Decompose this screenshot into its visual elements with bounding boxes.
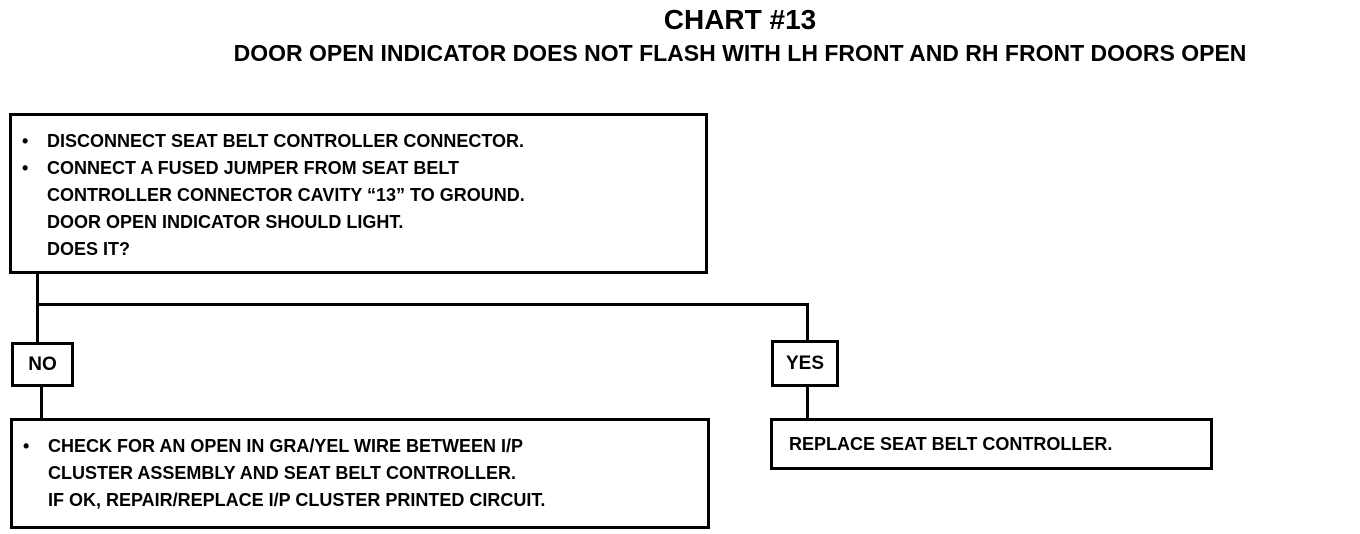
bullet-marker: • [23,436,30,456]
yes-result-text: REPLACE SEAT BELT CONTROLLER. [789,433,1113,454]
connector-horizontal [36,303,809,306]
no-result-line-text: IF OK, REPAIR/REPLACE I/P CLUSTER PRINTE… [48,490,546,510]
test-step-line-text: CONNECT A FUSED JUMPER FROM SEAT BELT [47,158,460,178]
test-step-line: DOOR OPEN INDICATOR SHOULD LIGHT. [12,209,705,236]
test-step-list: • DISCONNECT SEAT BELT CONTROLLER CONNECT… [12,128,705,263]
connector-yes-down [806,303,809,342]
test-step-line: DOES IT? [12,236,705,263]
no-branch-label: NO [11,342,74,387]
no-result-line: CLUSTER ASSEMBLY AND SEAT BELT CONTROLLE… [13,460,707,487]
yes-label-text: YES [785,352,825,374]
bullet-marker: • [22,131,29,151]
test-step-line-text: DOES IT? [47,239,131,259]
chart-subtitle: DOOR OPEN INDICATOR DOES NOT FLASH WITH … [233,40,1247,66]
connector-test-down [36,272,39,306]
no-result-line: IF OK, REPAIR/REPLACE I/P CLUSTER PRINTE… [13,487,707,514]
no-result-line-text: CHECK FOR AN OPEN IN GRA/YEL WIRE BETWEE… [48,436,524,456]
bullet-marker: • [22,158,29,178]
connector-no-to-box [40,386,43,419]
yes-result-box: REPLACE SEAT BELT CONTROLLER. [770,418,1213,470]
test-step-box: • DISCONNECT SEAT BELT CONTROLLER CONNECT… [9,113,708,274]
test-step-line: • DISCONNECT SEAT BELT CONTROLLER CONNECT… [12,128,705,155]
test-step-line-text: CONTROLLER CONNECTOR CAVITY “13” TO GROU… [47,185,525,205]
yes-branch-label: YES [771,340,839,387]
connector-no-down [36,303,39,343]
chart-title: CHART #13 [663,4,817,35]
no-result-line-text: CLUSTER ASSEMBLY AND SEAT BELT CONTROLLE… [48,463,517,483]
test-step-line: • CONNECT A FUSED JUMPER FROM SEAT BELT [12,155,705,182]
test-step-line-text: DISCONNECT SEAT BELT CONTROLLER CONNECTO… [47,131,524,151]
no-result-box: • CHECK FOR AN OPEN IN GRA/YEL WIRE BETWE… [10,418,710,529]
no-result-list: • CHECK FOR AN OPEN IN GRA/YEL WIRE BETWE… [13,433,707,514]
no-result-line: • CHECK FOR AN OPEN IN GRA/YEL WIRE BETWE… [13,433,707,460]
test-step-line-text: DOOR OPEN INDICATOR SHOULD LIGHT. [47,212,404,232]
no-label-text: NO [28,353,57,375]
connector-yes-to-box [806,386,809,419]
test-step-line: CONTROLLER CONNECTOR CAVITY “13” TO GROU… [12,182,705,209]
